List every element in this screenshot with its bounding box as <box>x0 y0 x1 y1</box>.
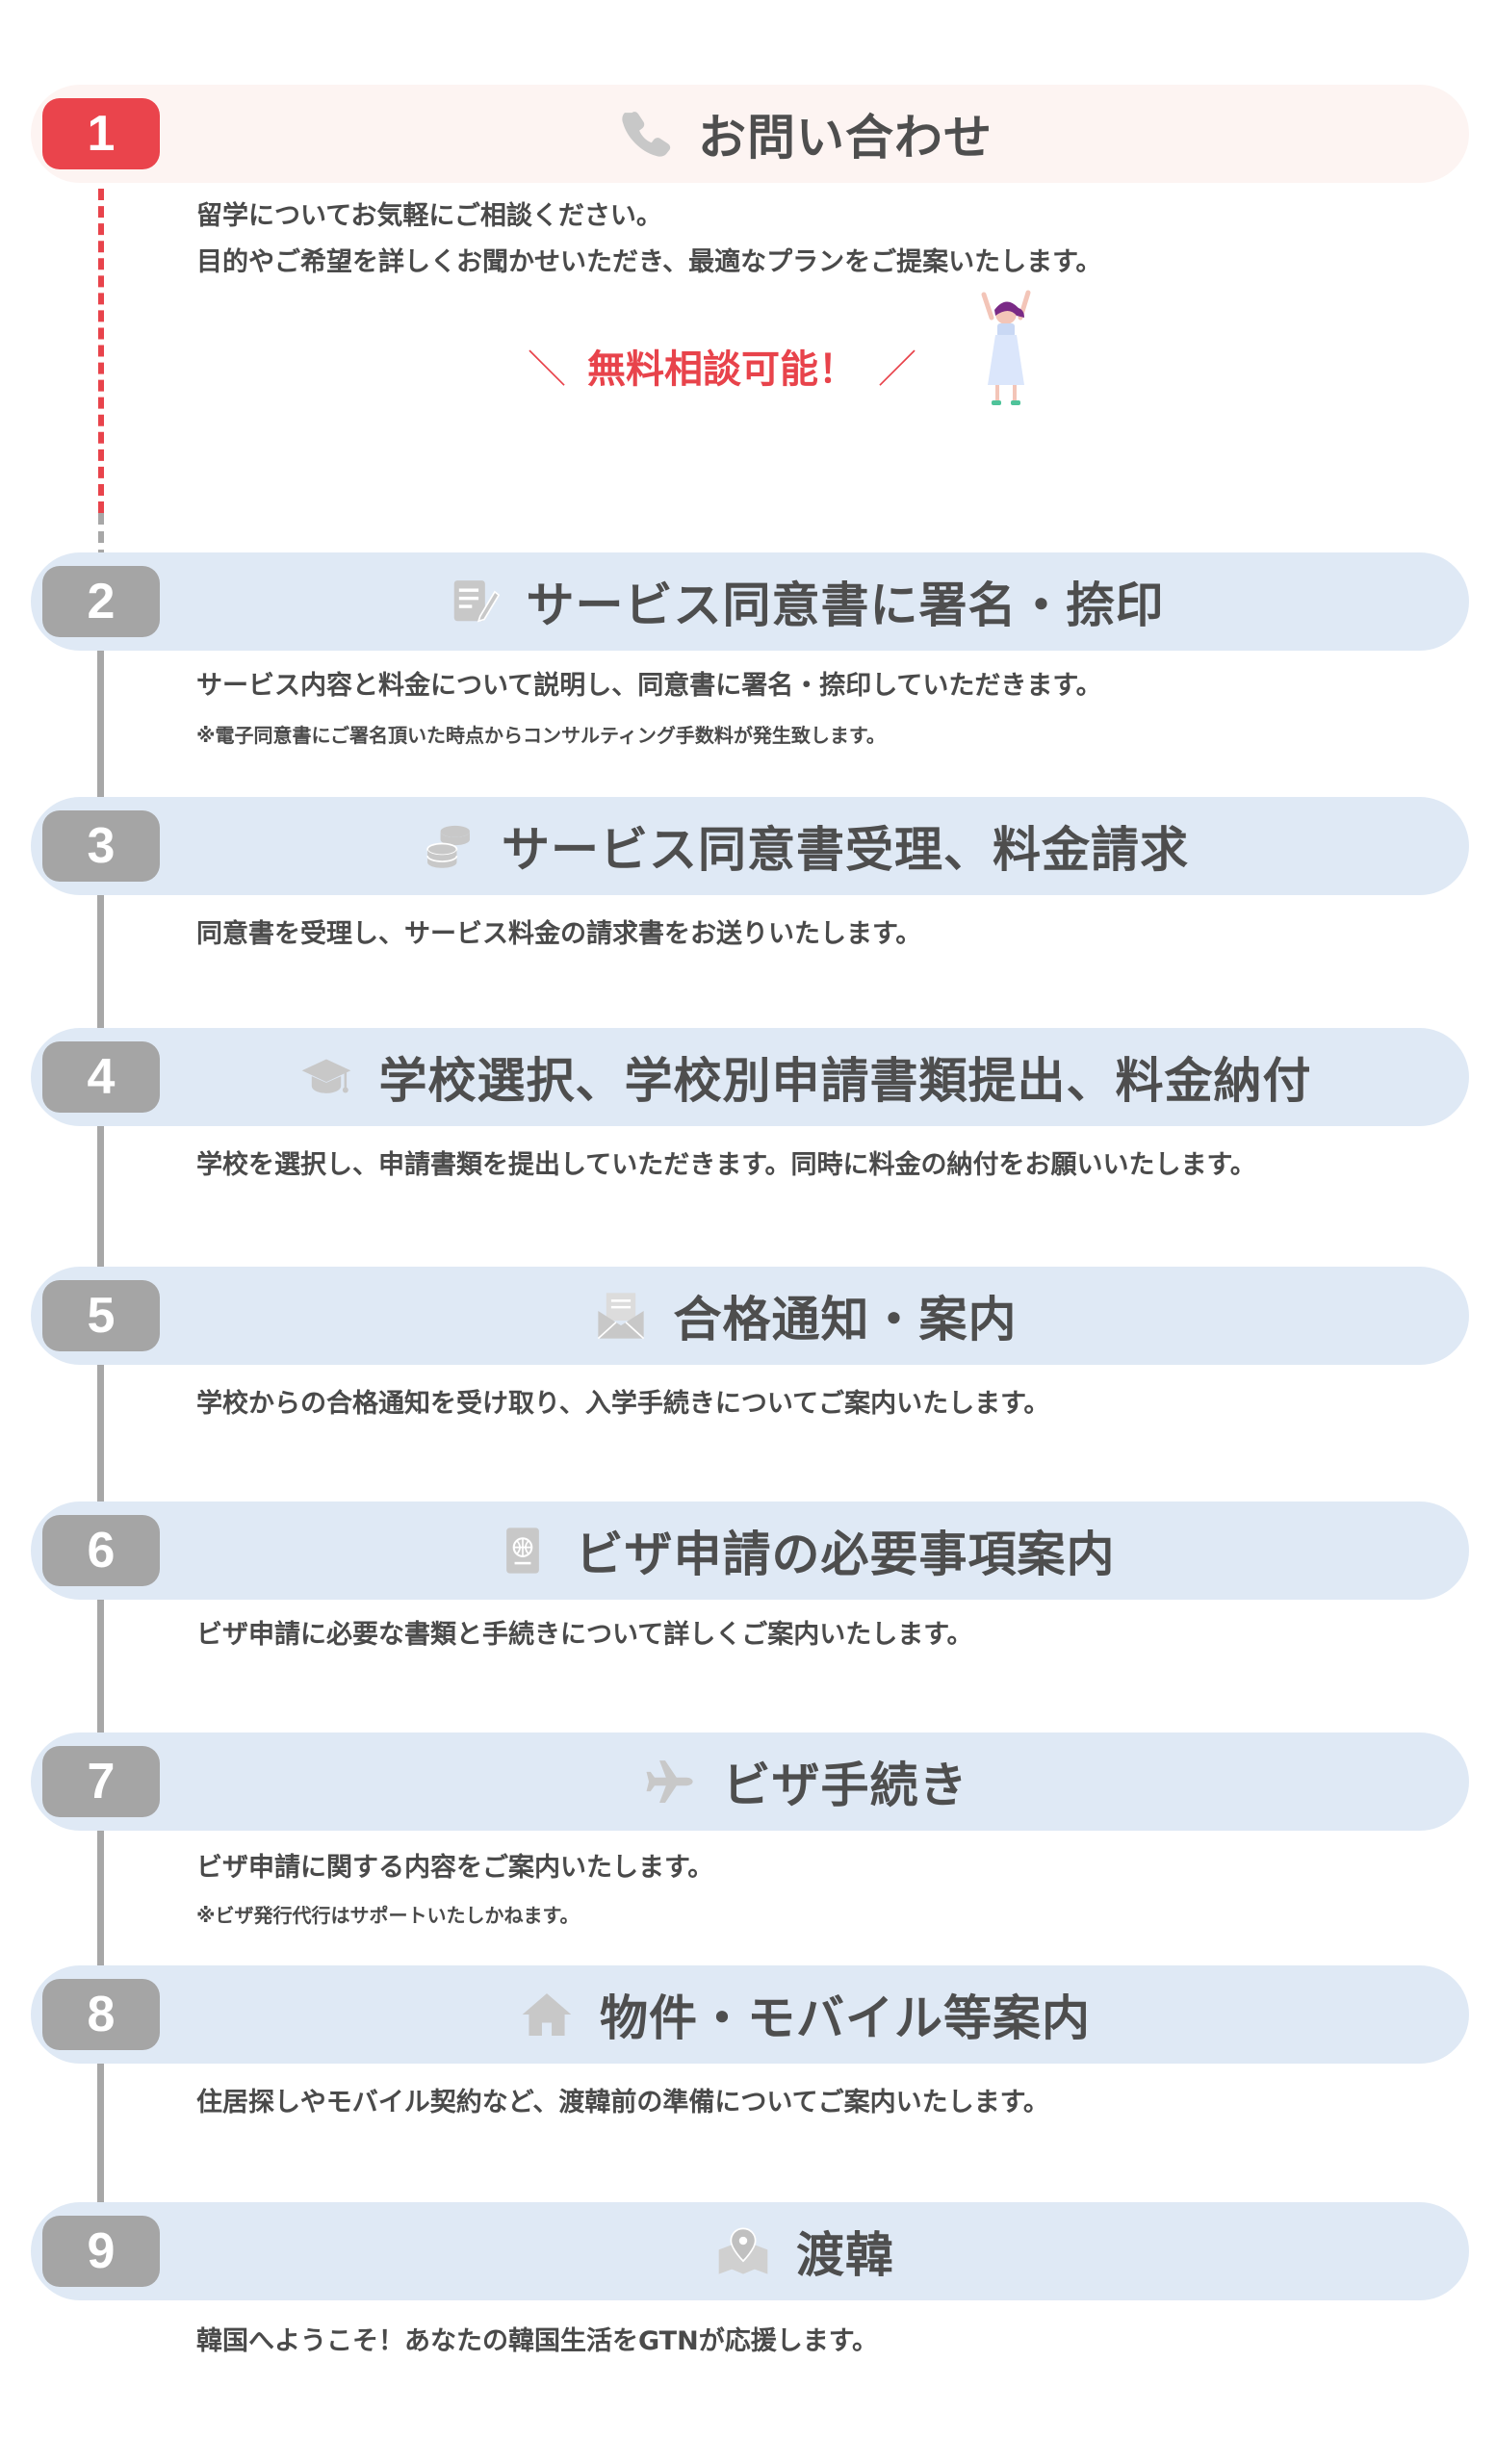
house-icon <box>522 1993 572 2036</box>
step-number-badge: 5 <box>42 1280 160 1351</box>
document-sign-icon <box>453 580 500 623</box>
step-number-badge: 4 <box>42 1041 160 1113</box>
coins-icon <box>426 825 470 868</box>
step-number-badge: 9 <box>42 2216 160 2287</box>
airplane-icon <box>646 1760 693 1803</box>
step-title: ビザ申請の必要事項案内 <box>575 1527 1116 1582</box>
step-number-badge: 8 <box>42 1979 160 2050</box>
step-title-row: ビザ手続き <box>173 1732 1438 1831</box>
free-consultation-callout: ＼ 無料相談可能！ ／ <box>528 332 916 399</box>
step-header-bar <box>31 1732 1469 1831</box>
step-title-row: サービス同意書に署名・捺印 <box>173 552 1438 651</box>
graduation-cap-icon <box>301 1059 350 1093</box>
step-header-bar <box>31 1502 1469 1600</box>
step-number-badge: 6 <box>42 1515 160 1586</box>
callout-slash-left: ＼ <box>528 347 566 392</box>
step-title: 渡韓 <box>796 2227 894 2283</box>
girl-illustration <box>981 290 1031 405</box>
step-title: サービス同意書受理、料金請求 <box>502 822 1189 878</box>
step-title-row: お問い合わせ <box>173 85 1438 183</box>
step-header-bar <box>31 797 1469 895</box>
step-title-row: 物件・モバイル等案内 <box>173 1965 1438 2064</box>
step-number-badge: 3 <box>42 810 160 882</box>
step-title-row: 合格通知・案内 <box>173 1267 1438 1365</box>
step-title-row: ビザ申請の必要事項案内 <box>173 1502 1438 1600</box>
step-number-badge: 7 <box>42 1746 160 1817</box>
step-description-line: 同意書を受理し、サービス料金の請求書をお送りいたします。 <box>196 919 922 949</box>
phone-icon <box>622 112 671 157</box>
step-description-line: サービス内容と料金について説明し、同意書に署名・捺印していただきます。 <box>196 671 1102 701</box>
step-title: お問い合わせ <box>698 110 993 166</box>
step-description-line: ビザ申請に必要な書類と手続きについて詳しくご案内いたします。 <box>196 1620 973 1650</box>
step-note: ※ビザ発行代行はサポートいたしかねます。 <box>196 1904 580 1927</box>
step-title: 合格通知・案内 <box>673 1292 1018 1348</box>
step-description-line: 学校を選択し、申請書類を提出していただきます。同時に料金の納付をお願いいたします… <box>196 1150 1256 1180</box>
step-header-bar <box>31 552 1469 651</box>
step-note: ※電子同意書にご署名頂いた時点からコンサルティング手数料が発生致します。 <box>196 724 886 747</box>
step-description-line: 住居探しやモバイル契約など、渡韓前の準備についてご案内いたします。 <box>196 2088 1049 2118</box>
step-title: 学校選択、学校別申請書類提出、料金納付 <box>378 1053 1312 1109</box>
callout-slash-right: ／ <box>878 347 916 392</box>
step-header-bar <box>31 1028 1469 1126</box>
passport-icon <box>505 1527 539 1574</box>
step-title-row: 渡韓 <box>173 2202 1438 2300</box>
callout-text: 無料相談可能！ <box>587 347 857 392</box>
step-number-badge: 2 <box>42 566 160 637</box>
step-header-bar <box>31 1267 1469 1365</box>
step-title-row: サービス同意書受理、料金請求 <box>173 797 1438 895</box>
step-title: 物件・モバイル等案内 <box>600 1990 1091 2046</box>
step-number-badge: 1 <box>42 98 160 169</box>
step-description-line: 留学についてお気軽にご相談ください。 <box>196 201 662 231</box>
step-header-bar <box>31 1965 1469 2064</box>
step-title: ビザ手続き <box>722 1758 968 1813</box>
step-title: サービス同意書に署名・捺印 <box>526 578 1165 633</box>
step-header-bar <box>31 85 1469 183</box>
step-description-line: 目的やご希望を詳しくお聞かせいただき、最適なプランをご提案いたします。 <box>196 247 1102 277</box>
step-description-line: 学校からの合格通知を受け取り、入学手続きについてご案内いたします。 <box>196 1389 1050 1419</box>
timeline-connector-dashed-red <box>98 171 104 513</box>
timeline-connector-dashed-gray <box>98 513 104 561</box>
map-pin-icon <box>718 2227 768 2274</box>
step-title-row: 学校選択、学校別申請書類提出、料金納付 <box>173 1028 1438 1126</box>
timeline-connector-solid <box>97 608 104 2249</box>
step-description-line: ビザ申請に関する内容をご案内いたします。 <box>196 1853 714 1883</box>
envelope-letter-icon <box>597 1293 644 1340</box>
step-description-line: 韓国へようこそ！あなたの韓国生活をGTNが応援します。 <box>196 2326 878 2356</box>
